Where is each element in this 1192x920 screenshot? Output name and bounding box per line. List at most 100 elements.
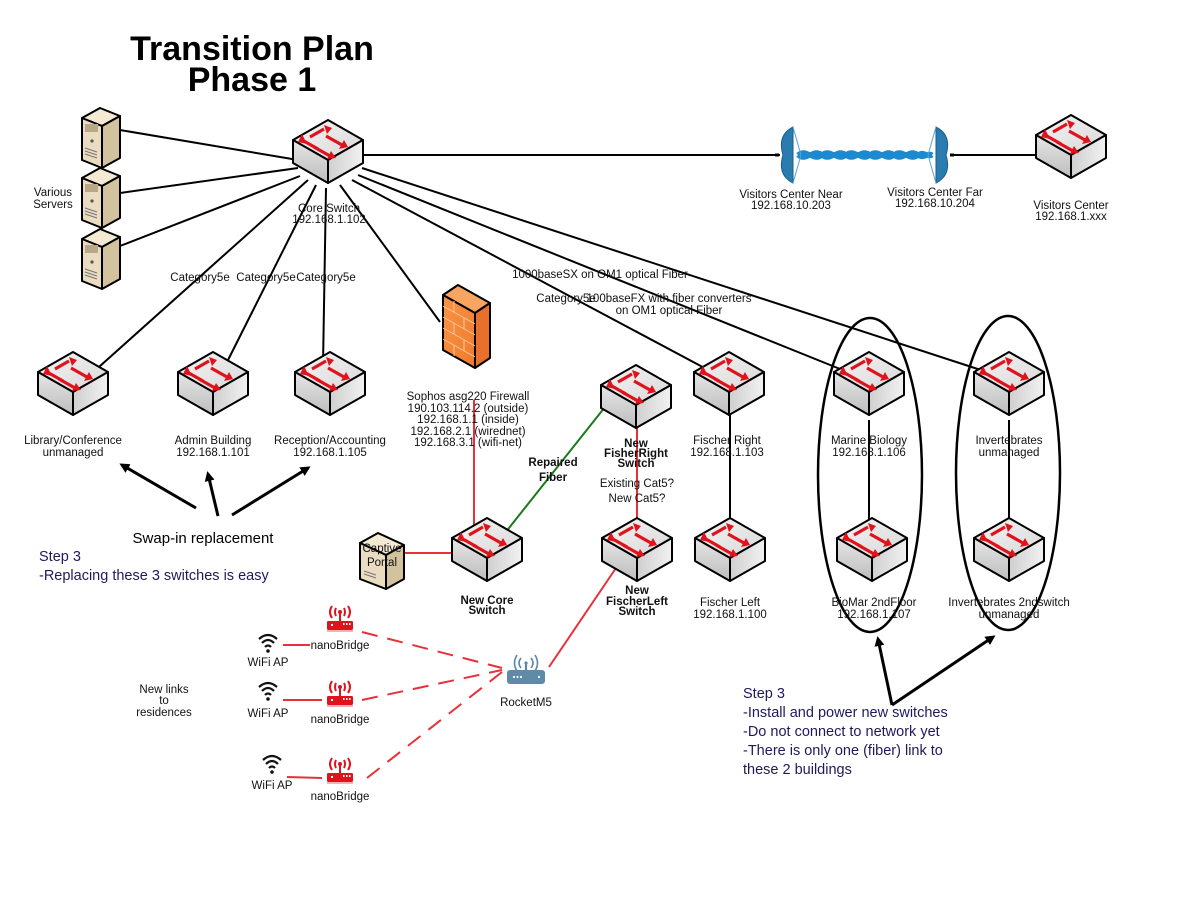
links [89,129,1040,779]
step3-left-line2: -Replacing these 3 switches is easy [39,568,269,584]
marine-biology-name: Marine Biology [831,435,907,447]
visitors-near-name: Visitors Center Near [739,189,842,201]
wifi-ap-icon [257,633,279,654]
residences-line3: residences [136,707,192,719]
visitors-center-ip: 192.168.1.xxx [1035,211,1107,223]
invertebrates-2nd-ip: unmanaged [979,609,1040,621]
cat5-question-line1: Existing Cat5? [600,478,674,490]
link-server2-core [119,167,299,194]
arrow-to-invertebrates [891,635,996,707]
captive-portal-line1: Captive [363,543,402,555]
admin-switch-icon[interactable] [176,350,250,417]
repaired-fiber-line2: Fiber [539,472,568,484]
invertebrates-2nd-name: Invertebrates 2ndswitch [948,597,1069,609]
biomar-2nd-name: BioMar 2ndFloor [831,597,916,609]
nanobridge-label-2: nanoBridge [311,714,370,726]
new-core-line2: Switch [468,605,505,617]
new-fisher-right-line3: Switch [617,458,654,470]
link-nano2-rocket [361,669,503,701]
nanobridge-icon [326,757,354,785]
fischer-left-name: Fischer Left [700,597,761,609]
group-ellipse-invertebrates [954,314,1062,632]
nanobridge-icon [326,680,354,708]
link-nano1-rocket [361,631,503,669]
repaired-fiber-line1: Repaired [528,457,577,469]
firewall-label-line4: 192.168.2.1 (wirednet) [410,426,525,438]
link-server1-core [119,129,299,161]
new-fisher-right-switch-icon[interactable] [599,363,673,430]
link-core-marine-biology [357,174,851,374]
biomar-2nd-switch-icon[interactable] [835,516,909,583]
arrow-to-reception [231,466,311,517]
link-core-reception [322,187,327,366]
reception-ip: 192.168.1.105 [293,447,367,459]
firewall-label-line2: 190.103.114.2 (outside) [408,403,529,415]
title-line2: Phase 1 [188,61,317,99]
marine-biology-switch-icon[interactable] [832,350,906,417]
rocketm5-label: RocketM5 [500,697,552,709]
invertebrates-ip: unmanaged [979,447,1040,459]
new-fischer-left-line1: New [625,585,649,597]
title-line1: Transition Plan [130,30,374,68]
arrow-to-marine [874,636,894,706]
new-fisher-right-line1: New [624,438,648,450]
wifi-ap-icon [261,754,283,775]
captive-portal-icon[interactable] [359,532,405,590]
core-switch-ip: 192.168.1.102 [292,214,366,226]
core-switch-icon[interactable] [291,118,365,185]
library-switch-icon[interactable] [36,350,110,417]
link-label-1000basesx: 1000baseSX on OM1 optical Fiber [512,269,688,281]
link-newcore-newfisherright [504,406,606,534]
step3-right-line4: -There is only one (fiber) link to [743,743,943,759]
new-core-line1: New Core [460,595,513,607]
server-icon [81,228,121,290]
step3-left-line1: Step 3 [39,549,81,565]
wireless-link [796,150,934,160]
nanobridge-label-1: nanoBridge [311,640,370,652]
library-ip: unmanaged [43,447,104,459]
firewall-label-line3: 192.168.1.1 (inside) [417,414,519,426]
captive-portal-line2: Portal [367,557,397,569]
new-fischer-left-line3: Switch [618,606,655,618]
invertebrates-2nd-switch-icon[interactable] [972,516,1046,583]
fischer-left-ip: 192.168.1.100 [693,609,767,621]
swap-in-label: Swap-in replacement [133,530,275,547]
reception-name: Reception/Accounting [274,435,386,447]
server-icon [81,167,121,229]
link-newfischerleft-rocket [548,567,617,668]
marine-biology-ip: 192.168.1.106 [832,447,906,459]
biomar-2nd-ip: 192.168.1.107 [837,609,911,621]
admin-name: Admin Building [175,435,252,447]
fischer-right-name: Fischer Right [693,435,762,447]
visitors-center-switch-icon[interactable] [1034,113,1108,180]
residences-line1: New links [139,684,188,696]
link-label-cat5e-admin: Category5e [236,272,295,284]
link-core-library [89,179,309,376]
wifi-ap-label-2: WiFi AP [248,708,289,720]
new-fisher-right-line2: FisherRight [604,448,668,460]
fischer-right-ip: 192.168.1.103 [690,447,764,459]
nanobridge-icon [326,605,354,633]
new-core-switch-icon[interactable] [450,516,524,583]
admin-ip: 192.168.1.101 [176,447,250,459]
fischer-left-switch-icon[interactable] [693,516,767,583]
rocketm5-icon[interactable] [507,654,545,684]
fischer-right-switch-icon[interactable] [692,350,766,417]
visitors-near-ip: 192.168.10.203 [751,200,831,212]
visitors-center-name: Visitors Center [1033,200,1108,212]
link-nano3-rocket [366,671,503,779]
link-label-cat5e-reception: Category5e [296,272,355,284]
firewall-label-line1: Sophos asg220 Firewall [407,391,530,403]
link-label-cat5e-fischer: Category5e [536,293,595,305]
reception-switch-icon[interactable] [293,350,367,417]
step3-right-line1: Step 3 [743,686,785,702]
link-server3-core [119,175,301,247]
servers-label-line2: Servers [33,199,73,211]
new-fischer-left-line2: FischerLeft [606,596,668,608]
visitors-far-ip: 192.168.10.204 [895,198,976,210]
firewall-icon[interactable] [442,284,491,369]
cat5-question-line2: New Cat5? [609,493,666,505]
invertebrates-switch-icon[interactable] [972,350,1046,417]
link-core-firewall [339,184,441,323]
